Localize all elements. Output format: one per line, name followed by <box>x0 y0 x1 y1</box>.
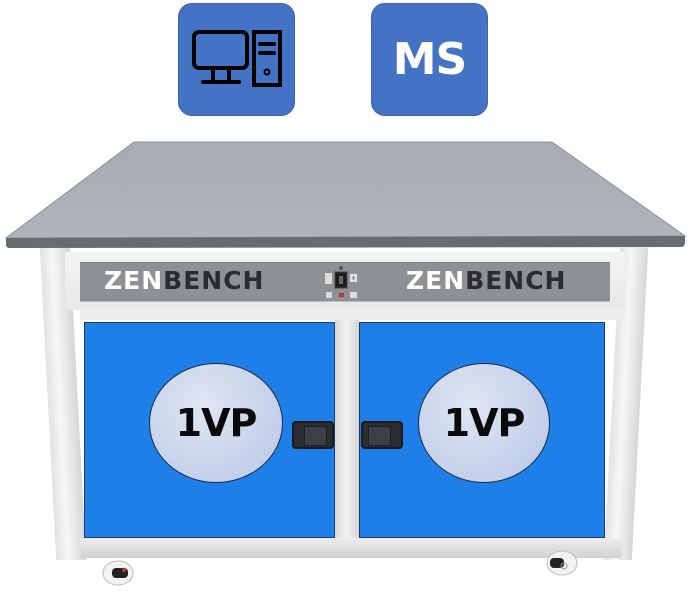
right-door-circle: 1VP <box>418 363 550 483</box>
left-door-label: 1VP <box>175 401 258 445</box>
indicator-light-icon <box>339 266 343 270</box>
ms-badge: MS <box>371 3 488 116</box>
brand-logo-left: ZENBENCH <box>104 266 265 295</box>
right-door-handle[interactable] <box>361 421 403 449</box>
caster-wheel-icon <box>546 550 578 576</box>
hdmi-icon <box>350 292 357 298</box>
brand-logo-right: ZENBENCH <box>406 266 567 295</box>
right-door-label: 1VP <box>443 401 526 445</box>
bottom-rail <box>80 538 622 558</box>
usb-icon <box>326 292 332 298</box>
computer-badge <box>178 3 295 116</box>
door-header-rail <box>80 306 622 320</box>
left-door-circle: 1VP <box>149 363 283 483</box>
outlet-icon <box>325 273 332 284</box>
control-panel <box>323 265 359 301</box>
left-door-handle[interactable] <box>292 421 334 449</box>
ms-badge-label: MS <box>392 34 467 85</box>
caster-wheel-icon <box>102 560 134 586</box>
center-mullion <box>335 310 359 542</box>
led-indicator-icon <box>339 293 344 297</box>
tabletop <box>4 141 687 248</box>
desktop-computer-icon <box>191 29 282 87</box>
